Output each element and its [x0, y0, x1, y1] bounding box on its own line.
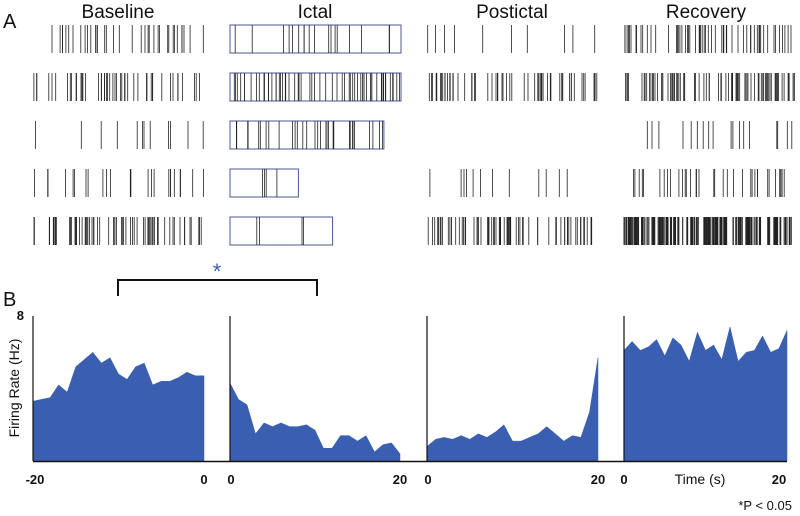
x-tick-ictal-end: 20	[393, 472, 407, 487]
x-axis-label: Time (s)	[675, 471, 726, 487]
x-tick-postictal-end: 20	[591, 472, 605, 487]
raster-plots	[33, 24, 795, 246]
x-tick-baseline-start: -20	[26, 472, 45, 487]
area-ictal	[229, 382, 401, 462]
raster-box	[229, 24, 402, 54]
y-axis-label: Firing Rate (Hz)	[6, 339, 22, 438]
firing-rate-charts	[32, 316, 788, 463]
raster-box	[229, 72, 402, 102]
raster-title-ictal: Ictal	[298, 2, 333, 23]
raster-ictal	[229, 24, 402, 246]
raster-title-recovery: Recovery	[666, 2, 747, 23]
x-tick-ictal-start: 0	[227, 472, 234, 487]
x-tick-recovery-start: 0	[620, 472, 627, 487]
significance-note: *P < 0.05	[738, 498, 792, 513]
area-recovery	[623, 326, 788, 462]
panel-label-a: A	[3, 11, 17, 33]
panel-label-b: B	[3, 289, 16, 311]
raster-title-postictal: Postictal	[476, 2, 548, 23]
area-baseline	[32, 351, 205, 462]
x-tick-baseline-end: 0	[200, 472, 207, 487]
x-tick-postictal-start: 0	[424, 472, 431, 487]
x-tick-recovery-end: 20	[772, 472, 786, 487]
raster-baseline	[33, 25, 204, 245]
significance-bracket: *	[117, 259, 318, 296]
raster-title-baseline: Baseline	[82, 2, 155, 23]
raster-box	[229, 216, 334, 246]
raster-postictal	[427, 25, 598, 245]
y-tick-8: 8	[17, 308, 24, 323]
area-postictal	[426, 357, 599, 462]
significance-star: *	[213, 259, 222, 284]
raster-recovery	[623, 25, 795, 245]
